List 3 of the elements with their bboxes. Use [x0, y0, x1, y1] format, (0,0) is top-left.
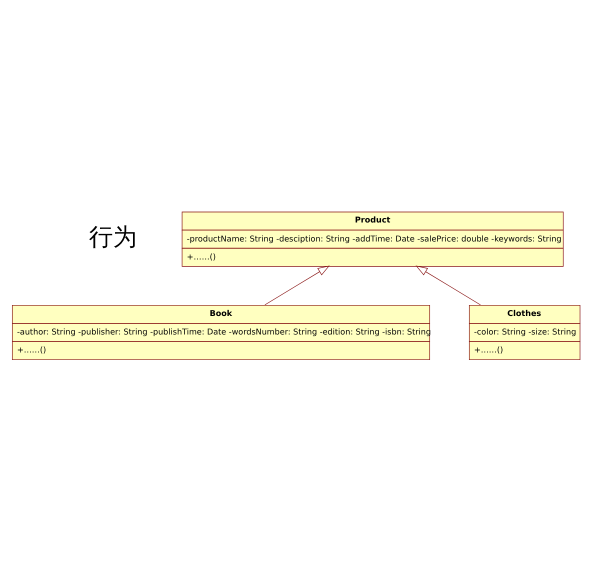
arrow: [264, 266, 330, 306]
label: 行为: [88, 222, 137, 251]
arrow: [416, 266, 481, 306]
